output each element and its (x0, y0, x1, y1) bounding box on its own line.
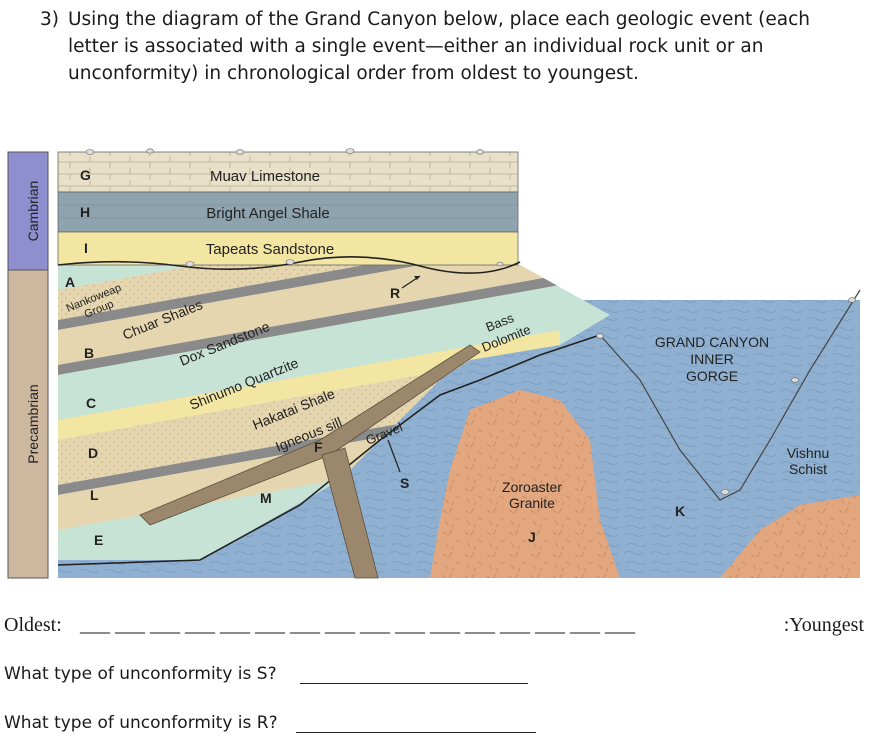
letter-e: E (94, 532, 103, 548)
letter-b: B (84, 345, 94, 361)
question-r-text: What type of unconformity is R? (4, 713, 278, 733)
bright-angel-shale-layer (57, 191, 519, 233)
vishnu-schist-label: Schist (789, 461, 827, 477)
unconformity-s-surface (57, 334, 601, 566)
letter-f: F (314, 439, 323, 455)
pebbles (85, 148, 856, 495)
zoroaster-label: Zoroaster (502, 479, 562, 495)
gorge-outline (599, 289, 861, 501)
gorge-inner-label: INNER (690, 351, 734, 367)
granite-right (720, 495, 860, 578)
oldest-label: Oldest: (4, 614, 62, 636)
precambrian-label: Precambrian (25, 384, 41, 463)
answer-blanks[interactable]: ___ ___ ___ ___ ___ ___ ___ ___ ___ ___ … (80, 614, 635, 636)
letter-l: L (90, 487, 99, 503)
youngest-label: :Youngest (783, 614, 864, 636)
letter-g: G (80, 167, 91, 183)
grand-canyon-diagram: Cambrian Precambrian (7, 148, 861, 579)
question-number: 3) (40, 9, 59, 30)
answer-line-r[interactable] (296, 732, 536, 733)
zoroaster-granite-body (430, 390, 620, 578)
unconformity-r-surface (57, 256, 521, 274)
letter-j: J (528, 529, 536, 545)
question-s-text: What type of unconformity is S? (4, 664, 277, 684)
question-text: Using the diagram of the Grand Canyon be… (68, 9, 811, 84)
letter-d: D (88, 445, 98, 461)
muav-limestone-label: Muav Limestone (210, 168, 320, 185)
letter-r: R (390, 285, 400, 301)
letter-h: H (80, 204, 90, 220)
cambrian-band (7, 151, 49, 271)
letter-i: I (84, 240, 88, 256)
answer-line-s[interactable] (300, 683, 528, 684)
letter-c: C (86, 395, 96, 411)
gorge-gorge-label: GORGE (686, 368, 738, 384)
tapeats-sandstone-label: Tapeats Sandstone (206, 241, 334, 258)
s-arrow (387, 439, 401, 473)
muav-limestone-layer (57, 151, 519, 193)
letter-m: M (260, 490, 272, 506)
igneous-dike (321, 447, 379, 579)
letter-a: A (65, 274, 75, 290)
question-r: What type of unconformity is R? (4, 713, 278, 733)
letter-k: K (675, 503, 685, 519)
gorge-title-label: GRAND CANYON (655, 334, 769, 350)
letter-s: S (400, 475, 409, 491)
vishnu-label: Vishnu (787, 445, 830, 461)
question-s: What type of unconformity is S? (4, 664, 277, 684)
answer-row: Oldest: ___ ___ ___ ___ ___ ___ ___ ___ … (4, 614, 864, 644)
zoroaster-granite-label: Granite (509, 495, 555, 511)
cambrian-label: Cambrian (25, 181, 41, 242)
bright-angel-shale-label: Bright Angel Shale (206, 205, 329, 222)
precambrian-band (7, 269, 49, 579)
igneous-sill (139, 344, 481, 526)
